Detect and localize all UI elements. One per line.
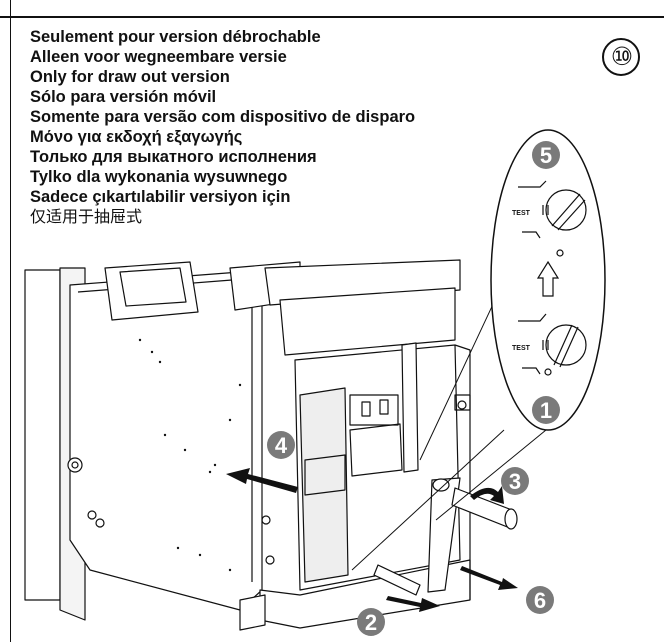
multilingual-caption-list: Seulement pour version débrochable Allee…	[30, 27, 415, 227]
caption-tr: Sadece çıkartılabilir versiyon için	[30, 188, 291, 206]
svg-text:5: 5	[540, 143, 552, 168]
switch-label-test-top: TEST	[512, 210, 531, 217]
svg-text:2: 2	[365, 610, 377, 635]
svg-text:3: 3	[509, 469, 521, 494]
caption-pl: Tylko dla wykonania wysuwnego	[30, 168, 288, 186]
caption-fr: Seulement pour version débrochable	[30, 28, 321, 46]
top-rule	[0, 16, 664, 18]
caption-pt: Somente para versão com dispositivo de d…	[30, 108, 416, 126]
callout-6: 6	[526, 586, 554, 614]
caption-en: Only for draw out version	[30, 68, 230, 86]
callout-5: 5	[532, 141, 560, 169]
svg-text:4: 4	[275, 433, 288, 458]
caption-ru: Только для выкатного исполнения	[30, 148, 317, 166]
caption-zh: 仅适用于抽屉式	[30, 207, 143, 226]
svg-text:6: 6	[534, 588, 546, 613]
caption-es: Sólo para versión móvil	[30, 88, 217, 106]
svg-text:1: 1	[540, 398, 552, 423]
callout-3: 3	[501, 467, 529, 495]
step-number-badge: ⑩	[602, 38, 640, 76]
callout-1: 1	[532, 396, 560, 424]
callout-2: 2	[357, 608, 385, 636]
left-rule	[10, 0, 11, 642]
caption-nl: Alleen voor wegneembare versie	[30, 48, 287, 66]
switch-label-test-bottom: TEST	[512, 345, 531, 352]
caption-el: Μόνο για εκδοχή εξαγωγής	[30, 128, 243, 146]
callout-4: 4	[267, 431, 295, 459]
